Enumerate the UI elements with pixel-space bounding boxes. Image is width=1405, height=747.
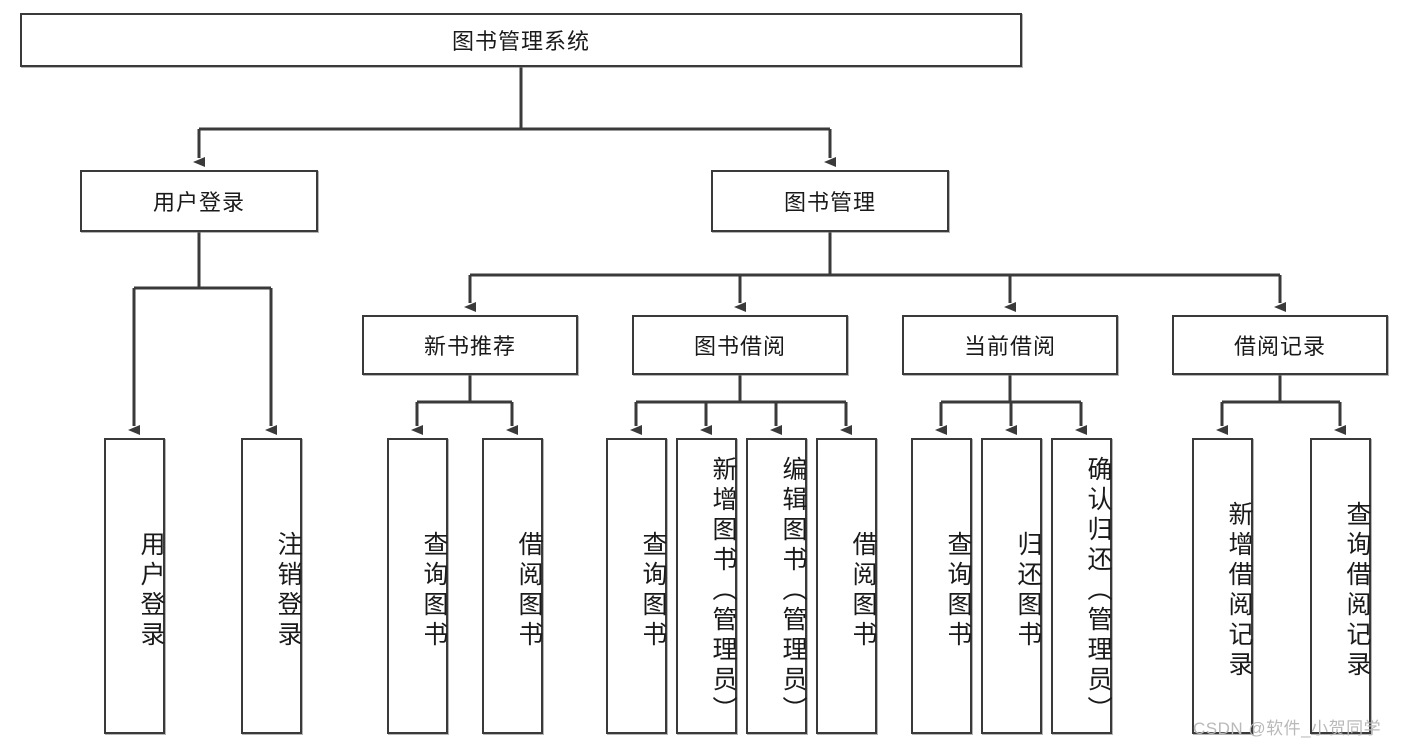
node-label: 查询图书: [944, 531, 972, 651]
node-book-borrow[interactable]: 图书借阅: [632, 315, 848, 375]
node-label: 查询图书: [420, 531, 448, 651]
node-label: 新增借阅记录: [1225, 501, 1253, 681]
node-leaf-logout[interactable]: 注销登录: [241, 438, 302, 734]
node-leaf-add-book[interactable]: 新增图书（管理员）: [676, 438, 737, 734]
node-leaf-return-book[interactable]: 归还图书: [981, 438, 1042, 734]
node-label: 查询借阅记录: [1343, 501, 1371, 681]
node-leaf-user-login[interactable]: 用户登录: [104, 438, 165, 734]
node-leaf-borrow-book-2[interactable]: 借阅图书: [816, 438, 877, 734]
node-label: 新增图书（管理员）: [709, 456, 737, 726]
node-current-borrow[interactable]: 当前借阅: [902, 315, 1118, 375]
node-user-login[interactable]: 用户登录: [80, 170, 318, 232]
node-label: 用户登录: [137, 531, 165, 651]
node-label: 借阅图书: [849, 531, 877, 651]
node-leaf-query-book-1[interactable]: 查询图书: [387, 438, 448, 734]
node-leaf-edit-book[interactable]: 编辑图书（管理员）: [746, 438, 807, 734]
node-label: 归还图书: [1014, 531, 1042, 651]
node-borrow-record[interactable]: 借阅记录: [1172, 315, 1388, 375]
node-label: 图书管理系统: [451, 29, 590, 54]
node-label: 当前借阅: [963, 334, 1056, 359]
node-label: 借阅图书: [515, 531, 543, 651]
node-leaf-query-book-3[interactable]: 查询图书: [911, 438, 972, 734]
node-leaf-query-record[interactable]: 查询借阅记录: [1310, 438, 1371, 734]
node-label: 注销登录: [274, 531, 302, 651]
node-label: 借阅记录: [1233, 334, 1326, 359]
node-root-system[interactable]: 图书管理系统: [20, 13, 1022, 67]
node-label: 查询图书: [639, 531, 667, 651]
node-leaf-add-record[interactable]: 新增借阅记录: [1192, 438, 1253, 734]
node-label: 用户登录: [152, 190, 245, 215]
node-book-management[interactable]: 图书管理: [711, 170, 949, 232]
node-leaf-borrow-book-1[interactable]: 借阅图书: [482, 438, 543, 734]
node-label: 确认归还（管理员）: [1084, 456, 1112, 726]
node-leaf-query-book-2[interactable]: 查询图书: [606, 438, 667, 734]
watermark-text: CSDN @软件_小贺同学: [1193, 719, 1382, 738]
node-label: 新书推荐: [423, 334, 516, 359]
node-label: 图书借阅: [693, 334, 786, 359]
node-label: 图书管理: [783, 190, 876, 215]
node-leaf-confirm-return[interactable]: 确认归还（管理员）: [1051, 438, 1112, 734]
node-label: 编辑图书（管理员）: [779, 456, 807, 726]
node-new-book-recommend[interactable]: 新书推荐: [362, 315, 578, 375]
